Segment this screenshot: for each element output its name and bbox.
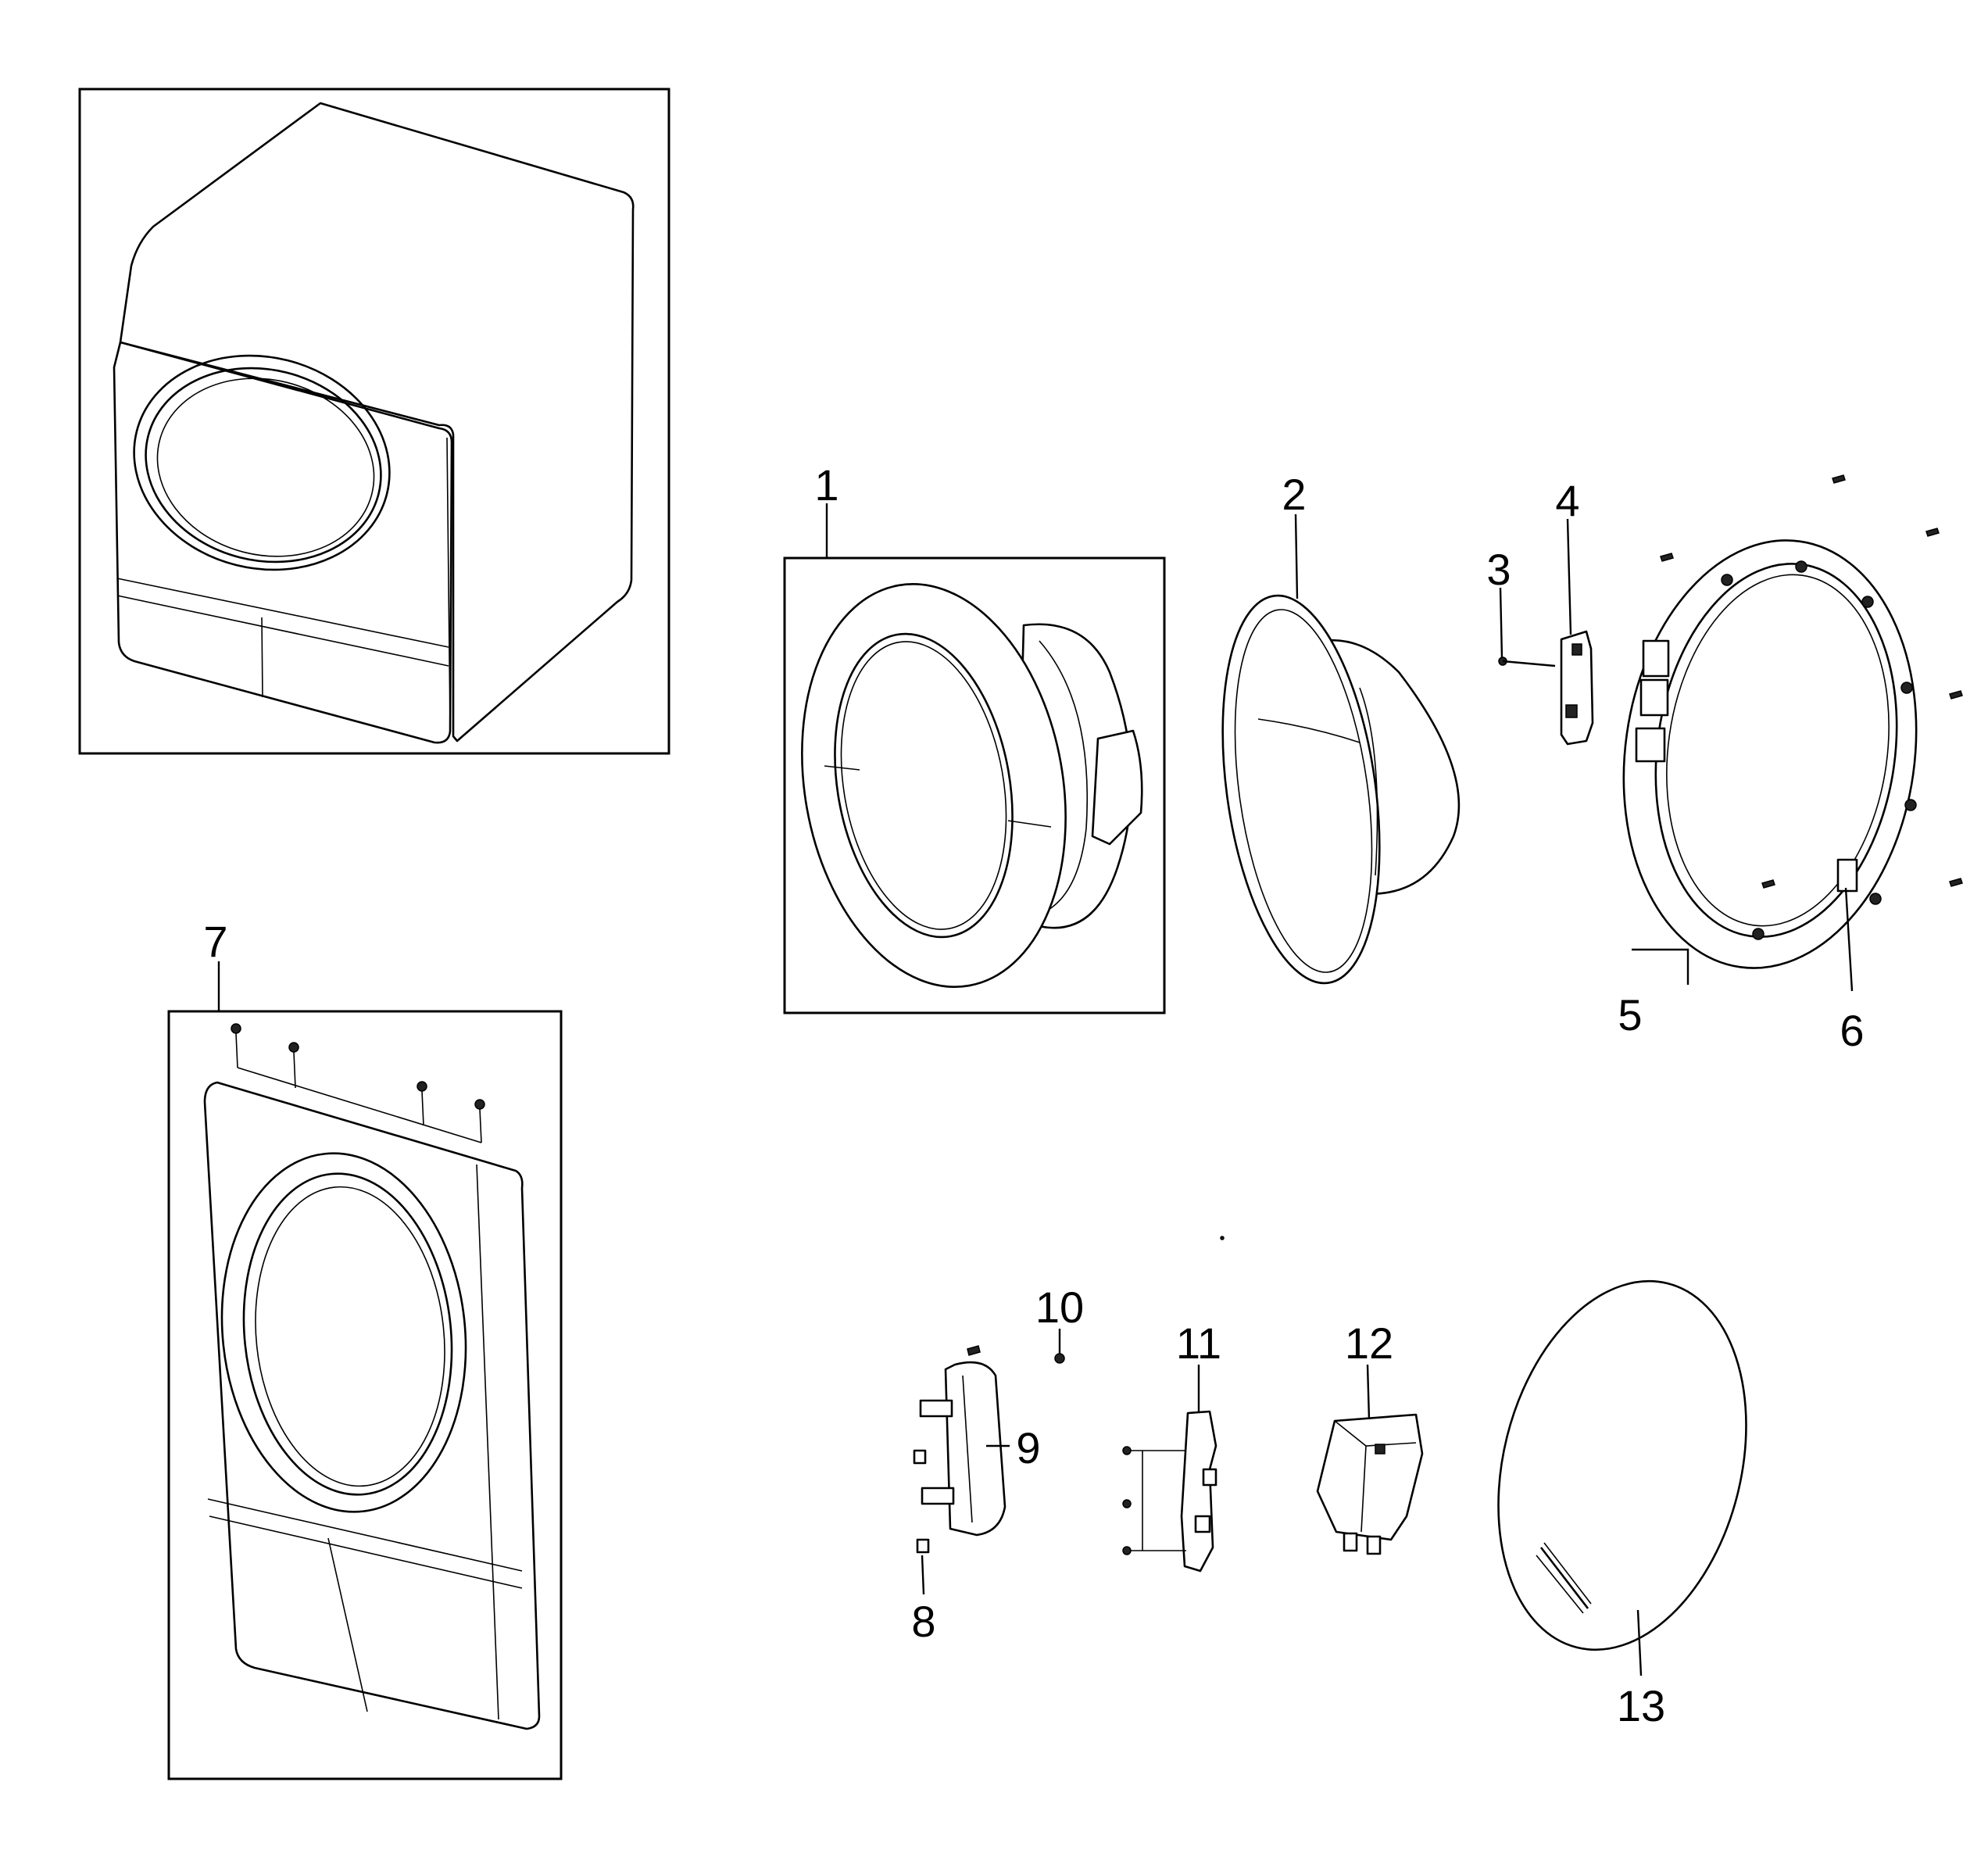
callout-11: 11 xyxy=(1176,1319,1221,1368)
callout-4: 4 xyxy=(1555,476,1579,525)
part-12-door-lock-switch xyxy=(1316,1364,1424,1555)
callout-10: 10 xyxy=(1035,1283,1084,1332)
part-1-frame xyxy=(783,556,1166,1014)
part-1-door-frame xyxy=(783,556,1166,1014)
part-8-9-handle xyxy=(913,1345,1010,1595)
part-7-front-panel xyxy=(167,961,563,1780)
part-2-door-glass xyxy=(1221,594,1461,985)
overview-frame xyxy=(78,88,670,755)
part-5-6-door-inner xyxy=(1622,474,1963,992)
callout-8: 8 xyxy=(911,1597,935,1646)
callout-5: 5 xyxy=(1618,990,1642,1039)
part-7-frame xyxy=(167,1010,563,1780)
part-13-gasket xyxy=(1497,1279,1747,1676)
callout-12: 12 xyxy=(1345,1319,1393,1368)
part-3-4-hinge xyxy=(1498,630,1594,746)
part-10-11-lock xyxy=(1054,1329,1217,1573)
callout-3: 3 xyxy=(1486,545,1511,594)
callout-6: 6 xyxy=(1840,1006,1864,1055)
callout-13: 13 xyxy=(1617,1681,1665,1730)
callout-1: 1 xyxy=(814,460,838,510)
callout-7: 7 xyxy=(203,917,227,966)
callout-2: 2 xyxy=(1282,470,1306,519)
callout-9: 9 xyxy=(1016,1423,1040,1472)
appliance-overview xyxy=(78,88,670,755)
